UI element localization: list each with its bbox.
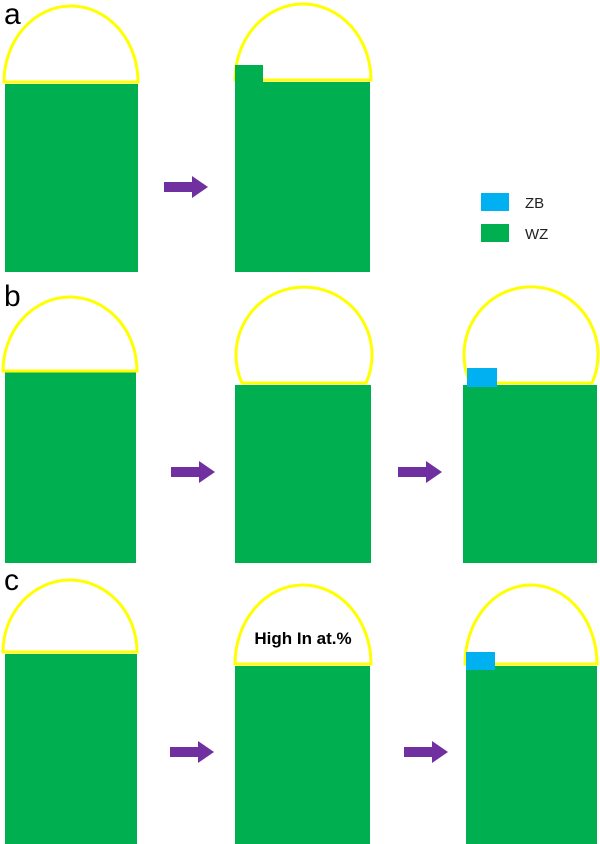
legend-wz-swatch: [481, 224, 509, 242]
nanowire-a2: [235, 82, 370, 272]
zb-nucleus-b: [467, 368, 497, 387]
legend-zb-swatch: [481, 193, 509, 211]
row-a: [2, 2, 373, 272]
arrow-c1: [170, 741, 214, 763]
legend-wz-label: WZ: [525, 226, 548, 243]
nanowire-b1: [5, 372, 136, 563]
high-in-label: High In at.%: [254, 629, 351, 648]
droplet-c1: [1, 578, 139, 654]
nanowire-c1: [5, 654, 137, 844]
panel-label-a: a: [4, 0, 21, 31]
arrow-c2: [404, 741, 448, 763]
droplet-c3: [463, 583, 599, 666]
droplet-c2: [233, 583, 373, 666]
droplet-b2: [234, 285, 374, 385]
legend-zb-label: ZB: [525, 195, 544, 212]
nanowire-c3: [466, 666, 597, 844]
zb-nucleus-c: [466, 652, 495, 670]
nanowire-c2: [235, 666, 370, 844]
arrow-b2: [398, 461, 442, 483]
droplet-b3: [462, 285, 600, 385]
panel-label-c: c: [4, 564, 19, 597]
arrow-b1: [171, 461, 215, 483]
row-b: [1, 285, 600, 563]
droplet-b1: [1, 295, 139, 373]
droplet-a1: [2, 4, 140, 84]
panel-label-b: b: [4, 280, 21, 313]
droplet-a2: [233, 2, 373, 82]
arrow-a1: [164, 176, 208, 198]
nanowire-b3: [463, 385, 597, 563]
legend: ZB WZ: [481, 193, 548, 243]
nanowire-a1: [5, 84, 138, 272]
row-c: High In at.%: [1, 578, 599, 844]
nanowire-b2: [235, 385, 371, 563]
wz-nucleus: [235, 65, 263, 84]
